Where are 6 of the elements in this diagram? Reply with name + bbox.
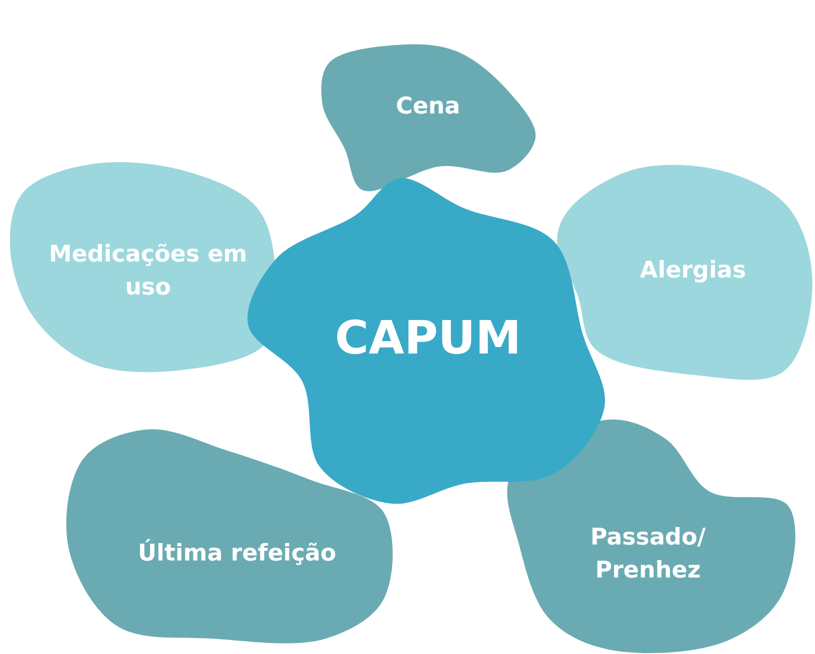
node-label: Alergias	[638, 256, 748, 286]
node-label: Última refeição	[136, 538, 338, 568]
node-label: Cena	[394, 92, 462, 122]
node-label: Passado/ Prenhez	[589, 524, 707, 586]
node-label: CAPUM	[334, 310, 522, 367]
node-label: Medicações em uso	[48, 240, 248, 303]
